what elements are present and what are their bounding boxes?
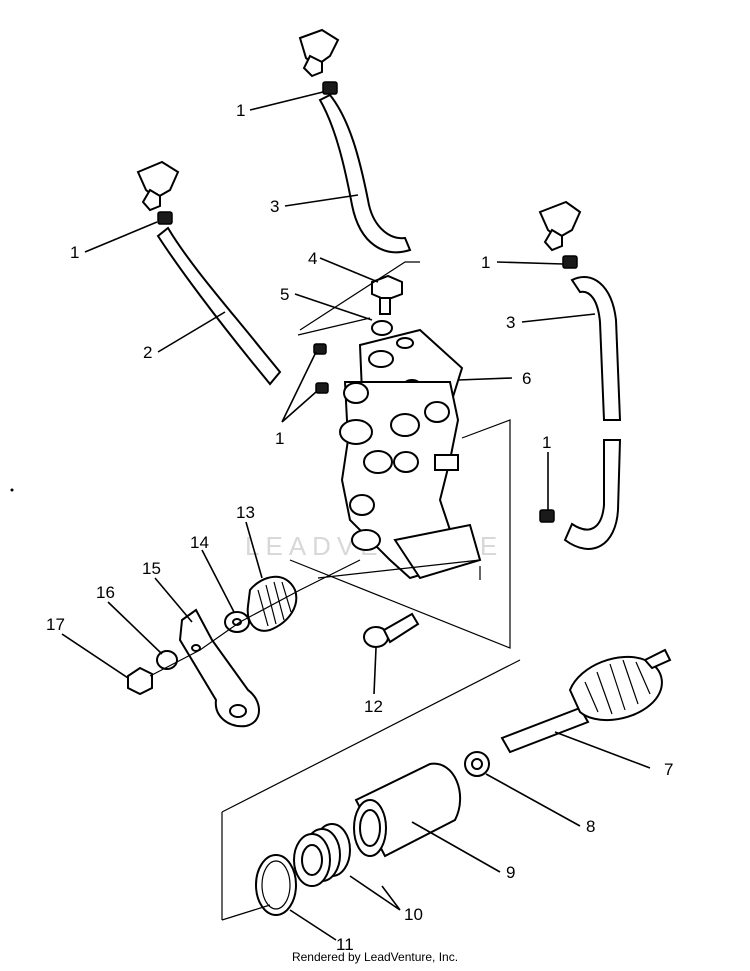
- leader-lines: [61, 91, 651, 941]
- guide-lines: [289, 261, 511, 649]
- sleeve-9: [353, 762, 462, 858]
- lower-guide-lines: [221, 659, 521, 921]
- callout-3-top: 3: [270, 197, 279, 216]
- linkage-axis: [149, 559, 361, 677]
- left-hose: [156, 226, 282, 386]
- callout-17: 17: [46, 615, 65, 634]
- callout-1-right: 1: [481, 253, 490, 272]
- sealing-washer: [371, 320, 393, 336]
- callout-3-right: 3: [506, 313, 515, 332]
- footer-credit: Rendered by LeadVenture, Inc.: [291, 950, 459, 964]
- springs-10: [293, 823, 351, 887]
- right-hose-lower: [563, 439, 622, 550]
- stray-dot: [10, 488, 14, 492]
- callout-2: 2: [143, 343, 152, 362]
- callout-1-lower-right: 1: [542, 433, 551, 452]
- banjo-bolt: [371, 274, 403, 315]
- left-nozzle: [136, 160, 180, 225]
- callout-12: 12: [364, 697, 383, 716]
- top-center-hose: [318, 93, 412, 254]
- callout-6: 6: [522, 369, 531, 388]
- top-center-nozzle: [298, 28, 340, 95]
- callout-4: 4: [308, 249, 317, 268]
- callout-15: 15: [142, 559, 161, 578]
- callout-16: 16: [96, 583, 115, 602]
- callout-14: 14: [190, 533, 209, 552]
- callout-1-top: 1: [236, 101, 245, 120]
- callout-9: 9: [506, 863, 515, 882]
- right-nozzle: [538, 200, 582, 269]
- right-lower-clamp: [539, 509, 555, 523]
- oil-pump: [313, 328, 482, 580]
- callout-10: 10: [404, 905, 423, 924]
- callout-13: 13: [236, 503, 255, 522]
- drive-shaft-7: [500, 648, 672, 754]
- lever-15: [178, 608, 260, 728]
- right-hose-upper: [570, 275, 622, 421]
- callout-7: 7: [664, 760, 673, 779]
- clip-ring-11: [255, 854, 297, 916]
- callout-1-pump: 1: [275, 429, 284, 448]
- callout-11: 11: [336, 935, 354, 954]
- callout-5: 5: [280, 285, 289, 304]
- nut-17: [127, 666, 153, 696]
- washer-16: [156, 650, 178, 670]
- callout-8: 8: [586, 817, 595, 836]
- screw-12: [363, 612, 420, 648]
- callout-1-left: 1: [70, 243, 79, 262]
- spring-13: [246, 575, 298, 632]
